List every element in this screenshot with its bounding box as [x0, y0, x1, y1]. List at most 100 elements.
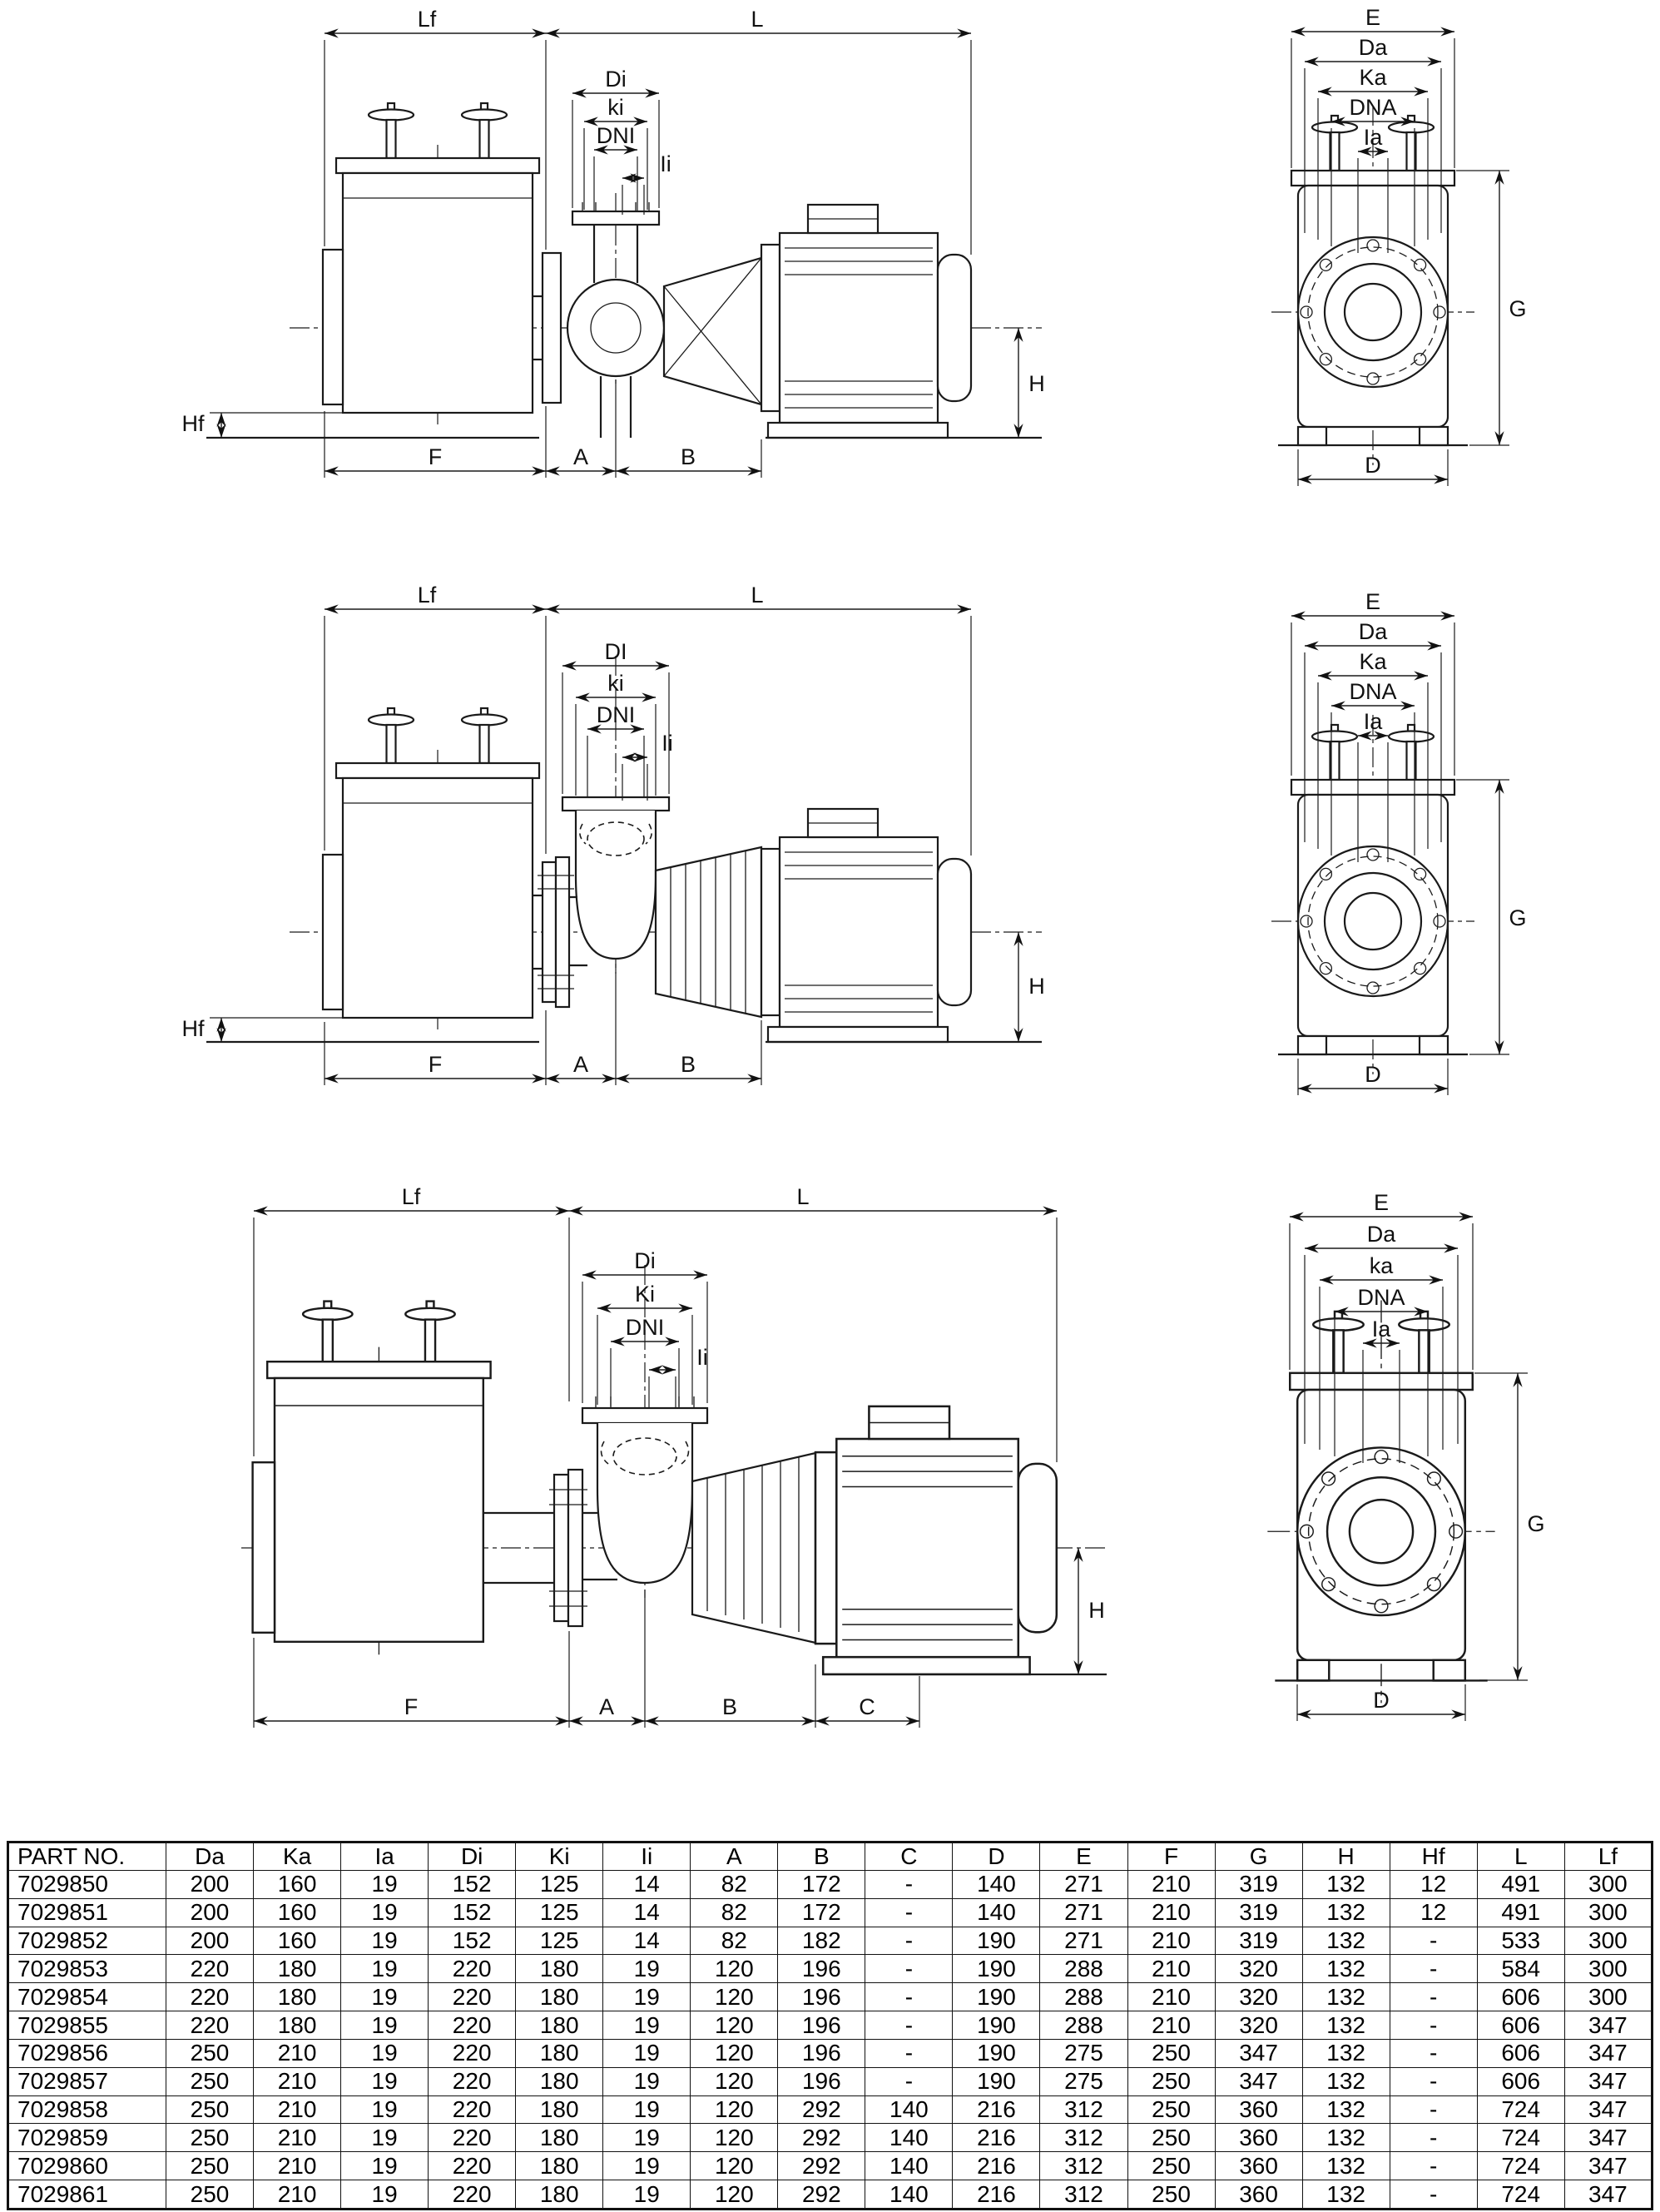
column-header: D — [952, 1842, 1041, 1871]
dimension-cell: 19 — [602, 2066, 691, 2096]
dim-label-da: Da — [1359, 619, 1388, 644]
dimension-cell: 292 — [777, 2180, 866, 2210]
part-number-cell: 7029858 — [7, 2095, 166, 2125]
dimension-cell: 120 — [690, 2011, 779, 2040]
dim-label-f: F — [429, 1052, 443, 1077]
drawing-3-side-view: Lf L Di Ki DNI Ii F A B C H — [241, 1184, 1107, 1728]
dimension-cell: 132 — [1301, 1954, 1390, 1984]
side-dimensions: Lf L DI ki DNI Ii Hf F A B H — [182, 583, 1045, 1085]
dimension-cell: 19 — [340, 2180, 429, 2210]
dim-label-ka: ka — [1370, 1253, 1395, 1278]
dimension-cell: 180 — [515, 2066, 604, 2096]
dimension-cell: 132 — [1301, 1982, 1390, 2012]
dimension-cell: 220 — [428, 1954, 517, 1984]
dimension-cell: 210 — [1127, 1954, 1216, 1984]
dimension-cell: 312 — [1039, 2095, 1128, 2125]
dimension-cell: 271 — [1039, 1870, 1128, 1899]
dimension-cell: 312 — [1039, 2180, 1128, 2210]
dim-label-dni: DNI — [597, 123, 636, 148]
dimension-cell: 360 — [1214, 2095, 1303, 2125]
dimension-cell: 250 — [165, 2038, 255, 2068]
dimension-cell: 132 — [1301, 1926, 1390, 1956]
dimension-cell: 216 — [952, 2151, 1041, 2181]
dim-label-g: G — [1527, 1511, 1544, 1536]
dimension-cell: 275 — [1039, 2066, 1128, 2096]
dimension-cell: 220 — [428, 2011, 517, 2040]
dimension-cell: 220 — [428, 2038, 517, 2068]
dimension-cell: 172 — [777, 1870, 866, 1899]
dimension-cell: 210 — [1127, 1870, 1216, 1899]
dimension-cell: 12 — [1389, 1870, 1478, 1899]
dim-label-e: E — [1374, 1190, 1389, 1215]
dim-label-h: H — [1028, 974, 1045, 999]
dim-label-di: Di — [605, 67, 627, 92]
dimension-cell: 19 — [602, 1954, 691, 1984]
dimension-cell: 196 — [777, 1954, 866, 1984]
dimension-cell: 320 — [1214, 2011, 1303, 2040]
dimension-cell: 724 — [1476, 2095, 1565, 2125]
dimension-cell: 250 — [1127, 2095, 1216, 2125]
dimension-cell: 606 — [1476, 2066, 1565, 2096]
dimension-cell: 220 — [428, 2180, 517, 2210]
dim-label-h: H — [1088, 1598, 1105, 1623]
strainer-side-view — [323, 708, 539, 1033]
dimension-cell: 210 — [253, 2066, 342, 2096]
dimension-cell: 190 — [952, 2038, 1041, 2068]
dimension-cell: 160 — [253, 1897, 342, 1927]
dimension-cell: 180 — [515, 2123, 604, 2153]
drawing-2-end-view: E Da Ka DNA Ia G D — [1271, 589, 1527, 1095]
dimension-cell: 300 — [1563, 1982, 1653, 2012]
dimension-cell: 220 — [165, 1982, 255, 2012]
dim-label-ii: Ii — [660, 151, 671, 176]
dimension-cell: 190 — [952, 1954, 1041, 1984]
dimension-cell: 724 — [1476, 2180, 1565, 2210]
dimension-cell: 210 — [253, 2151, 342, 2181]
dimension-cell: 250 — [165, 2180, 255, 2210]
dimension-cell: 180 — [515, 2095, 604, 2125]
part-number-cell: 7029856 — [7, 2038, 166, 2068]
dimension-cell: 347 — [1563, 2038, 1653, 2068]
dim-label-a: A — [573, 1052, 588, 1077]
dimension-cell: 132 — [1301, 2066, 1390, 2096]
dimension-cell: 190 — [952, 1982, 1041, 2012]
dimension-cell: 82 — [690, 1870, 779, 1899]
dim-label-b: B — [681, 444, 696, 469]
part-number-cell: 7029854 — [7, 1982, 166, 2012]
dim-label-dna: DNA — [1349, 679, 1396, 704]
column-header: F — [1127, 1842, 1216, 1871]
dimension-cell: 140 — [865, 2095, 954, 2125]
dimension-cell: 584 — [1476, 1954, 1565, 1984]
dimension-cell: 319 — [1214, 1897, 1303, 1927]
dimension-cell: - — [865, 2066, 954, 2096]
dimension-cell: 132 — [1301, 2180, 1390, 2210]
dimension-cell: 275 — [1039, 2038, 1128, 2068]
dimension-cell: 196 — [777, 2011, 866, 2040]
dimension-cell: 250 — [1127, 2123, 1216, 2153]
dim-label-di: Di — [634, 1248, 656, 1273]
dimension-cell: 180 — [515, 2180, 604, 2210]
dimension-cell: 300 — [1563, 1926, 1653, 1956]
dimension-cell: 19 — [340, 2011, 429, 2040]
dimension-cell: 220 — [428, 1982, 517, 2012]
dim-label-e: E — [1365, 5, 1380, 30]
drawing-3: Lf L Di Ki DNI Ii F A B C H E Da ka DNA … — [241, 1184, 1545, 1728]
column-header: H — [1301, 1842, 1390, 1871]
dimension-cell: 300 — [1563, 1897, 1653, 1927]
dim-label-dna: DNA — [1357, 1285, 1405, 1310]
dimension-cell: 125 — [515, 1870, 604, 1899]
dimension-cell: - — [865, 1897, 954, 1927]
dimension-cell: - — [1389, 1954, 1478, 1984]
dimension-cell: 12 — [1389, 1897, 1478, 1927]
dimension-cell: 180 — [515, 1982, 604, 2012]
dimension-cell: 347 — [1563, 2011, 1653, 2040]
dimension-cell: 292 — [777, 2123, 866, 2153]
dimension-cell: 360 — [1214, 2123, 1303, 2153]
dim-label-ka: Ka — [1359, 65, 1387, 90]
column-header: Lf — [1563, 1842, 1653, 1871]
dimension-cell: 220 — [428, 2123, 517, 2153]
dimension-cell: 319 — [1214, 1870, 1303, 1899]
